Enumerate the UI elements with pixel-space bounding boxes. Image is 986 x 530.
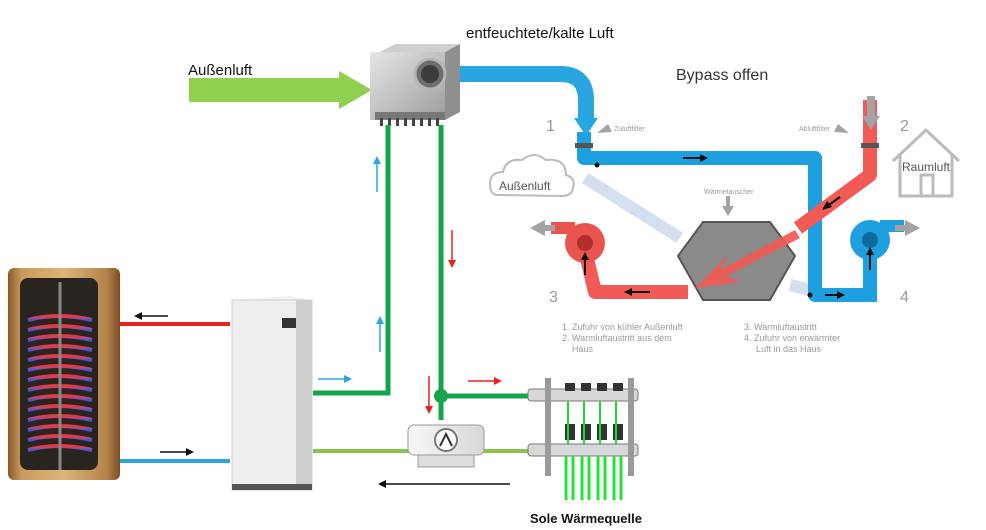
bypass-legend: 1. Zufuhr von kühler Außenluft 2. Warmlu… <box>562 322 840 354</box>
red-arrow-icon <box>448 230 456 268</box>
legend-line: Haus <box>572 344 594 354</box>
heat-pump-unit <box>231 296 313 491</box>
fan-4-icon <box>850 220 904 260</box>
hot-water-tank <box>8 268 120 480</box>
outside-air-arrow <box>189 71 372 109</box>
bypass-number-1: 1 <box>546 118 555 135</box>
room-air-label: Raumluft <box>902 160 951 174</box>
cold-air-duct-arrowhead <box>574 118 598 136</box>
bypass-title: Bypass offen <box>676 67 768 84</box>
duct-heat-exchanger-box <box>370 44 460 126</box>
black-arrow-icon <box>134 312 168 320</box>
pump-valve-group <box>407 424 485 468</box>
bypass-red-duct-exit <box>578 248 688 299</box>
heat-exchanger-label: Wärmetauscher <box>704 189 754 196</box>
black-arrow-icon <box>160 448 194 456</box>
black-arrow-icon <box>378 480 510 488</box>
cold-air-duct <box>452 66 594 122</box>
outside-air-label: Außenluft <box>188 62 253 79</box>
blue-arrow-icon <box>376 316 384 352</box>
bypass-blue-duct-to-fan <box>858 255 877 302</box>
red-arrow-icon <box>425 376 433 414</box>
cloud-label: Außenluft <box>499 179 551 193</box>
dehumidified-air-label: entfeuchtete/kalte Luft <box>466 25 614 42</box>
legend-line: Luft in das Haus <box>756 344 822 354</box>
bypass-duct-light <box>581 172 684 244</box>
blue-arrow-icon <box>373 156 381 192</box>
red-arrow-icon <box>468 377 502 385</box>
legend-line: 4. Zufuhr von erwärmter <box>744 333 840 343</box>
legend-line: 1. Zufuhr von kühler Außenluft <box>562 322 683 332</box>
grey-flow-arrows <box>530 96 920 236</box>
exhaust-filter-label: Abluftfilter <box>799 126 831 133</box>
legend-line: 2. Warmluftaustritt aus dem <box>562 333 672 343</box>
blue-arrow-icon <box>318 375 352 383</box>
exhaust-filter-bar <box>861 143 879 148</box>
bypass-number-2: 2 <box>900 118 909 135</box>
bypass-schematic: Bypass offen 1 2 3 4 Zuluftfilter Abluft… <box>488 67 961 354</box>
cloud-icon <box>488 154 575 198</box>
control-display <box>282 318 296 328</box>
heat-exchanger-arrow <box>695 230 800 288</box>
bypass-number-4: 4 <box>900 289 909 306</box>
supply-filter-label: Zuluftfilter <box>614 126 645 133</box>
fan-3-icon <box>551 222 605 263</box>
black-flow-arrows <box>581 154 874 299</box>
legend-line: 3. Warmluftaustritt <box>744 322 817 332</box>
brine-manifold <box>527 378 639 500</box>
heat-exchanger <box>676 221 797 301</box>
brine-source-label: Sole Wärmequelle <box>530 511 642 526</box>
bypass-duct-light <box>788 279 812 296</box>
supply-filter-bar <box>575 143 593 148</box>
bypass-number-3: 3 <box>549 289 558 306</box>
house-icon <box>891 127 961 198</box>
brine-pipe-supply <box>313 125 391 396</box>
